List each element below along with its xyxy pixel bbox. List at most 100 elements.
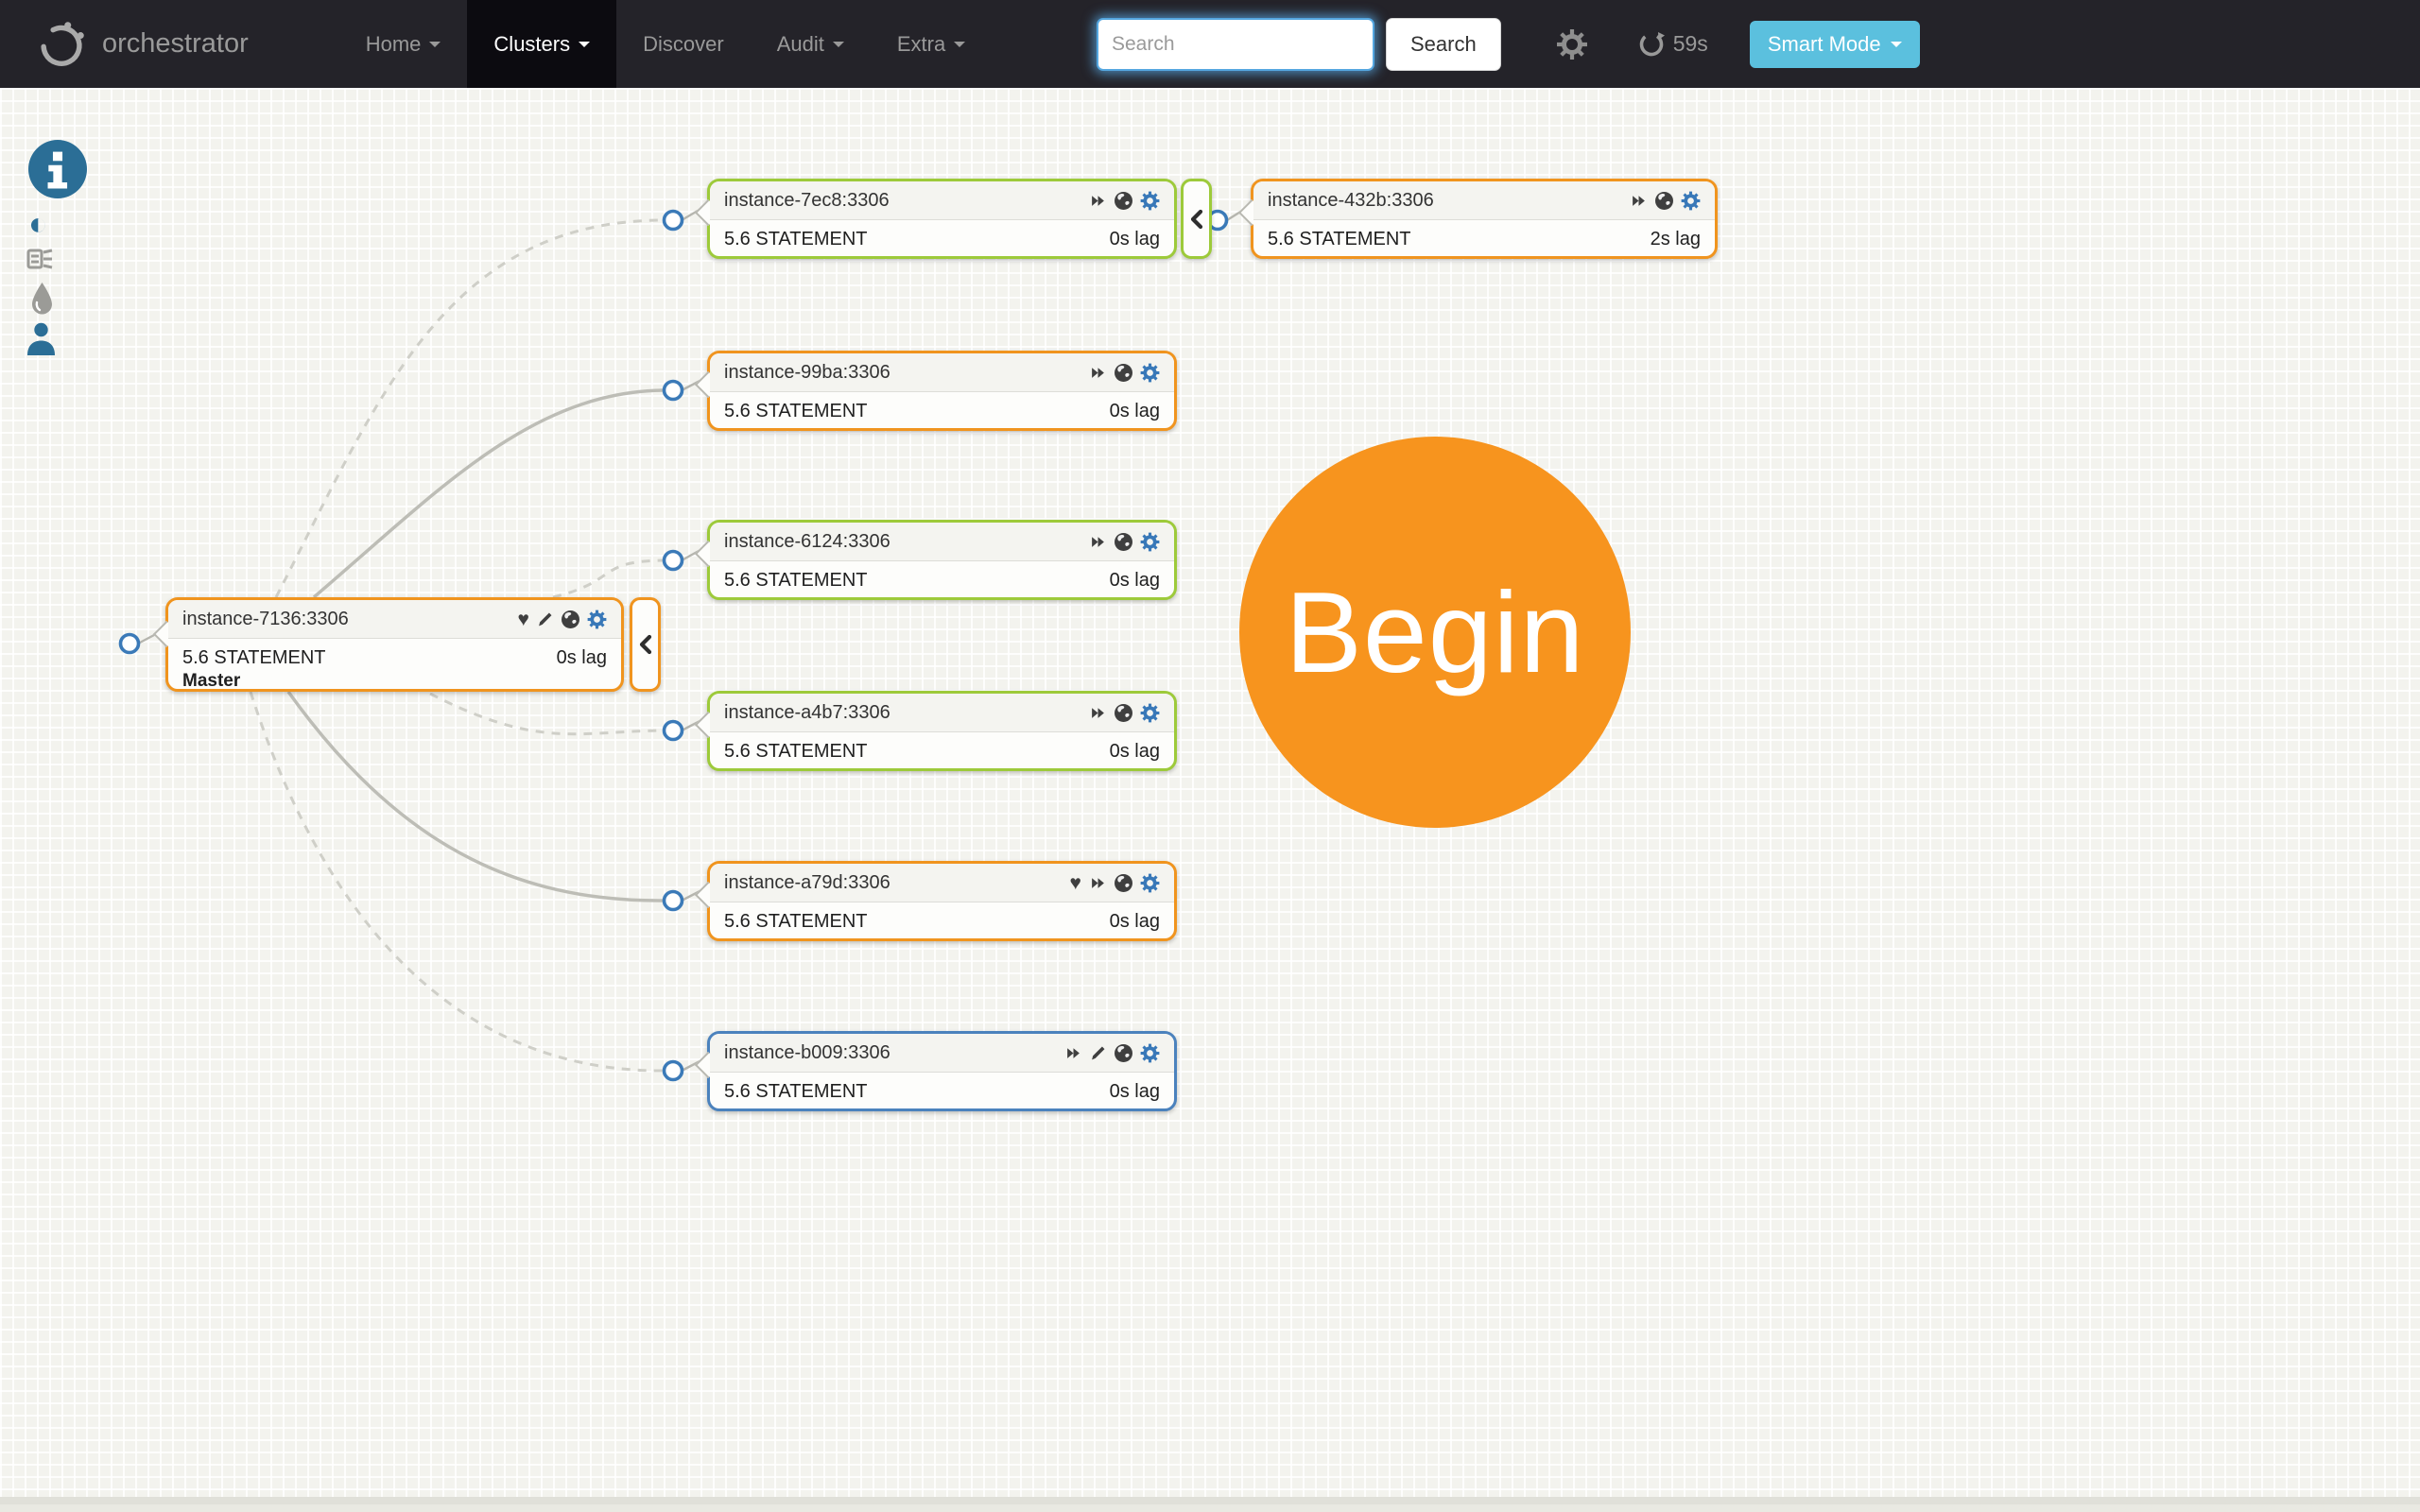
nav-discover[interactable]: Discover [643,31,724,56]
lag-label: 2s lag [1650,229,1701,249]
fast-forward-icon[interactable] [1064,1045,1082,1061]
connector-handle[interactable] [662,549,684,572]
connector-handle[interactable] [118,632,141,655]
gear-icon[interactable] [587,610,607,629]
node-header[interactable]: instance-a79d:3306 ♥ [710,864,1174,902]
replication-link [312,388,664,599]
compare-list-icon[interactable] [26,245,54,273]
fast-forward-icon[interactable] [1630,193,1648,209]
globe-icon[interactable] [1115,532,1132,551]
brand[interactable]: orchestrator [36,19,249,70]
globe-icon[interactable] [562,610,579,628]
instance-title: instance-a4b7:3306 [724,701,890,723]
begin-button[interactable]: Begin [1239,437,1631,828]
nav-audit[interactable]: Audit [751,0,871,88]
refresh-icon [1637,30,1666,59]
nav-home[interactable]: Home [339,0,468,88]
version-label: 5.6 STATEMENT [724,1081,868,1102]
contrast-icon[interactable]: ◐ [28,206,48,242]
fast-forward-icon[interactable] [1089,705,1107,721]
instance-title: instance-7ec8:3306 [724,189,890,211]
version-label: 5.6 STATEMENT [1268,229,1411,249]
instance-node-b009[interactable]: instance-b009:3306 5.6 STATEMENT 0s l [694,1031,1177,1111]
collapse-button[interactable] [630,597,661,692]
replication-links-layer [118,202,1253,1082]
user-icon[interactable] [26,322,56,355]
version-label: 5.6 STATEMENT [724,401,868,421]
fast-forward-icon[interactable] [1089,193,1107,209]
lag-label: 0s lag [1109,401,1160,421]
node-header[interactable]: instance-a4b7:3306 [710,694,1174,732]
globe-icon[interactable] [1115,363,1132,382]
connector-handle[interactable] [662,1059,684,1082]
version-label: 5.6 STATEMENT [724,741,868,762]
footer-strip [0,1497,2420,1504]
globe-icon[interactable] [1115,703,1132,722]
info-icon[interactable] [28,140,87,198]
gear-icon[interactable] [1140,191,1160,211]
search-input[interactable] [1097,17,1374,71]
instance-title: instance-6124:3306 [724,530,890,552]
instance-node-7ec8[interactable]: instance-7ec8:3306 5.6 STATEMENT 0s lag [694,179,1177,259]
gear-icon[interactable] [1556,28,1588,60]
top-navbar: orchestrator Home Clusters Discover Audi… [0,0,2420,88]
search-button[interactable]: Search [1386,17,1501,71]
nav-clusters[interactable]: Clusters [467,0,617,88]
connector-handle[interactable] [662,379,684,402]
instance-node-master[interactable]: instance-7136:3306 ♥ 5.6 STATEMENT 0s la… [152,597,624,692]
heart-icon[interactable]: ♥ [1069,871,1081,894]
globe-icon[interactable] [1115,873,1132,892]
node-header[interactable]: instance-7136:3306 ♥ [168,600,621,639]
replication-link [249,691,664,1073]
lag-label: 0s lag [1109,1081,1160,1102]
node-header[interactable]: instance-6124:3306 [710,523,1174,561]
gear-icon[interactable] [1140,873,1160,893]
connector-handle[interactable] [662,889,684,912]
instance-node-432b[interactable]: instance-432b:3306 5.6 STATEMENT 2s lag [1237,179,1718,259]
heart-icon[interactable]: ♥ [517,608,529,630]
instance-title: instance-99ba:3306 [724,361,890,383]
pencil-icon[interactable] [1090,1044,1107,1061]
replication-link [429,692,664,736]
chevron-down-icon [832,41,844,47]
collapse-button[interactable] [1181,179,1212,259]
connector-handle[interactable] [662,719,684,742]
replication-link [552,558,664,599]
instance-node-99ba[interactable]: instance-99ba:3306 5.6 STATEMENT 0s lag [694,351,1177,431]
chevron-down-icon [1890,41,1902,47]
gear-icon[interactable] [1681,191,1701,211]
navbar-right: Search [1097,0,1920,88]
node-header[interactable]: instance-99ba:3306 [710,353,1174,392]
node-header[interactable]: instance-432b:3306 [1253,181,1715,220]
gear-icon[interactable] [1140,1043,1160,1063]
refresh-countdown[interactable]: 59s [1637,30,1708,59]
chevron-left-icon [639,634,651,655]
fast-forward-icon[interactable] [1089,365,1107,381]
main-nav: Home Clusters Discover Audit Extra [339,0,992,88]
fast-forward-icon[interactable] [1089,534,1107,550]
gear-icon[interactable] [1140,532,1160,552]
version-label: 5.6 STATEMENT [724,911,868,932]
chevron-down-icon [579,41,591,47]
connector-handle[interactable] [662,209,684,232]
pencil-icon[interactable] [537,610,554,627]
globe-icon[interactable] [1115,191,1132,210]
nav-extra[interactable]: Extra [871,0,992,88]
lag-label: 0s lag [556,647,607,668]
instance-node-a4b7[interactable]: instance-a4b7:3306 5.6 STATEMENT 0s lag [694,691,1177,771]
cluster-canvas: ◐ [0,88,2420,1504]
version-label: 5.6 STATEMENT [724,229,868,249]
version-label: 5.6 STATEMENT [724,570,868,591]
instance-node-a79d[interactable]: instance-a79d:3306 ♥ 5.6 STATEMENT 0s la… [694,861,1177,941]
node-header[interactable]: instance-b009:3306 [710,1034,1174,1073]
fast-forward-icon[interactable] [1089,875,1107,891]
instance-node-6124[interactable]: instance-6124:3306 5.6 STATEMENT 0s lag [694,520,1177,600]
gear-icon[interactable] [1140,363,1160,383]
globe-icon[interactable] [1655,191,1673,210]
droplet-icon[interactable] [30,282,54,316]
smart-mode-button[interactable]: Smart Mode [1749,20,1920,68]
globe-icon[interactable] [1115,1043,1132,1062]
lag-label: 0s lag [1109,741,1160,762]
gear-icon[interactable] [1140,703,1160,723]
node-header[interactable]: instance-7ec8:3306 [710,181,1174,220]
